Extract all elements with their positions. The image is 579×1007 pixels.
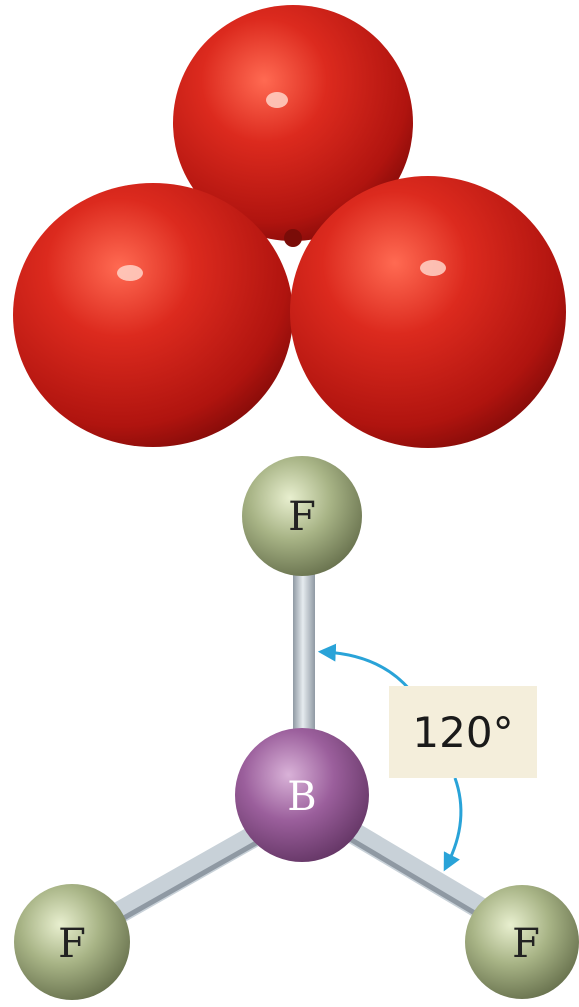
atom-f-top-label: F (288, 494, 316, 540)
angle-arrow-bottom (447, 778, 461, 865)
balloon-knot (284, 229, 302, 247)
atom-f-right-label: F (512, 921, 540, 967)
atom-f-left: F (14, 884, 130, 1000)
angle-arrow-top (325, 652, 410, 690)
bond-top (293, 555, 315, 755)
balloon-right (290, 176, 566, 448)
balloon-right-highlight (420, 260, 446, 276)
balloon-left (13, 183, 293, 447)
atom-f-right: F (465, 885, 579, 999)
balloon-left-highlight (117, 265, 143, 281)
atom-f-top: F (242, 456, 362, 576)
angle-label: 120° (412, 708, 513, 757)
balloon-top-highlight (266, 92, 288, 108)
atom-b-center: B (235, 728, 369, 862)
atom-b-center-label: B (287, 774, 316, 820)
atom-f-left-label: F (58, 921, 86, 967)
balloons-group (13, 5, 566, 448)
